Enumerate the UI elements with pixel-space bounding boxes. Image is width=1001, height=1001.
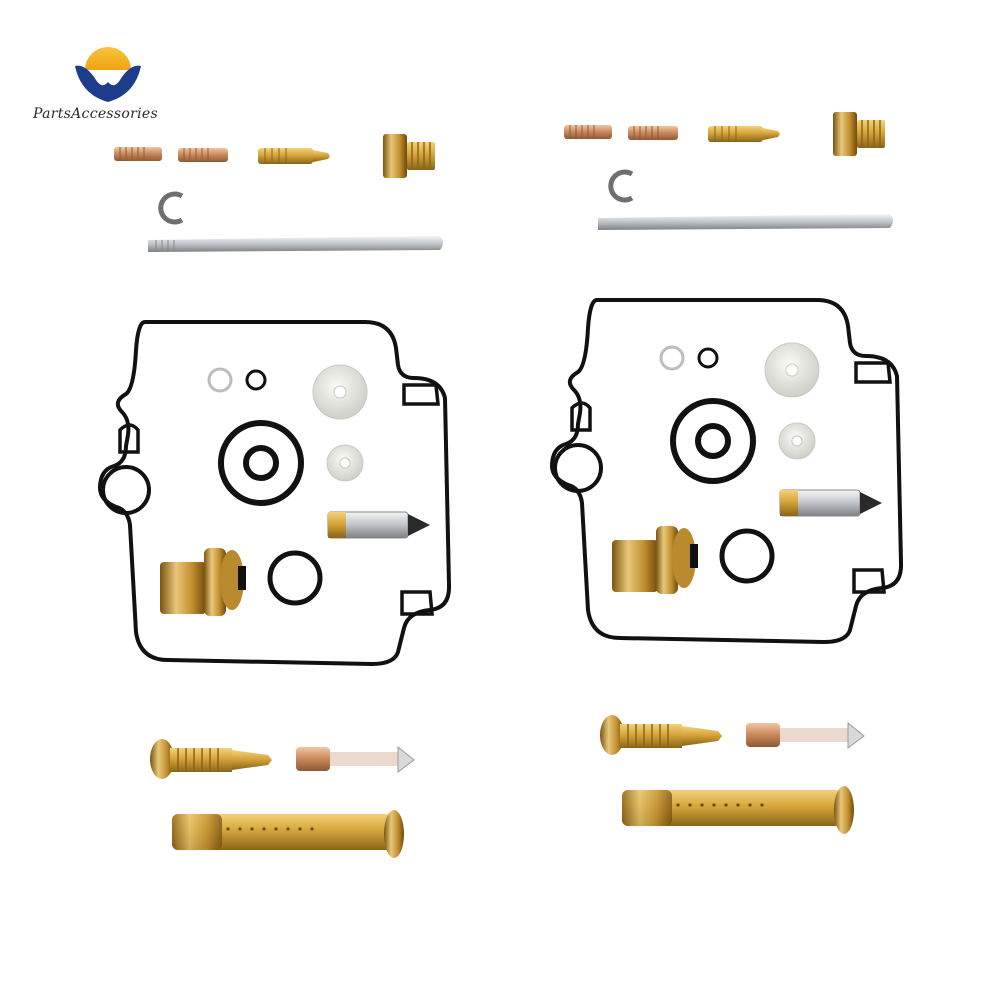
pilot-screw <box>150 739 272 779</box>
float-needle-valve <box>327 511 430 539</box>
large-o-ring-outer <box>218 420 304 506</box>
nylon-washer-small <box>778 422 816 460</box>
gasket-ear-top <box>118 423 140 454</box>
small-o-ring-clear <box>659 345 685 371</box>
float-bowl-gasket <box>549 298 904 645</box>
emulsion-tube <box>622 786 854 834</box>
large-o-ring-inner <box>695 423 731 459</box>
gasket-notch-right-top <box>854 361 892 384</box>
nylon-washer-large <box>764 342 820 398</box>
e-clip <box>158 191 184 225</box>
medium-o-ring <box>267 550 323 606</box>
pilot-screw <box>600 715 722 755</box>
large-o-ring-inner <box>243 445 279 481</box>
pilot-jet-2 <box>178 148 228 162</box>
nylon-washer-large <box>312 364 368 420</box>
main-jet <box>833 112 885 156</box>
gasket-ear-loop <box>553 443 603 493</box>
emulsion-tube <box>172 810 404 858</box>
e-clip <box>608 169 634 203</box>
gasket-ear-loop <box>101 465 151 515</box>
starter-jet <box>296 745 415 773</box>
logo-text: PartsAccessories <box>33 106 158 122</box>
nylon-washer-small <box>326 444 364 482</box>
air-jet <box>258 148 330 164</box>
gasket-notch-right-bottom <box>852 568 886 594</box>
small-o-ring-black <box>697 347 719 369</box>
gasket-notch-right-top <box>402 383 440 406</box>
jet-needle <box>598 214 893 230</box>
pilot-jet-1 <box>114 147 162 161</box>
logo-wave-icon <box>75 65 141 102</box>
large-o-ring-outer <box>670 398 756 484</box>
gasket-ear-top <box>570 401 592 432</box>
float-bowl-gasket <box>97 320 452 667</box>
pilot-jet-1 <box>564 125 612 139</box>
logo-sun-icon <box>85 47 131 70</box>
small-o-ring-clear <box>207 367 233 393</box>
main-jet <box>383 134 435 178</box>
pilot-jet-2 <box>628 126 678 140</box>
starter-jet <box>746 721 865 749</box>
medium-o-ring <box>719 528 775 584</box>
small-o-ring-black <box>245 369 267 391</box>
air-jet <box>708 126 780 142</box>
gasket-notch-right-bottom <box>400 590 434 616</box>
needle-valve-seat <box>160 548 246 616</box>
brand-logo <box>75 47 141 102</box>
float-needle-valve <box>779 489 882 517</box>
needle-valve-seat <box>612 526 698 594</box>
jet-needle <box>148 236 443 252</box>
